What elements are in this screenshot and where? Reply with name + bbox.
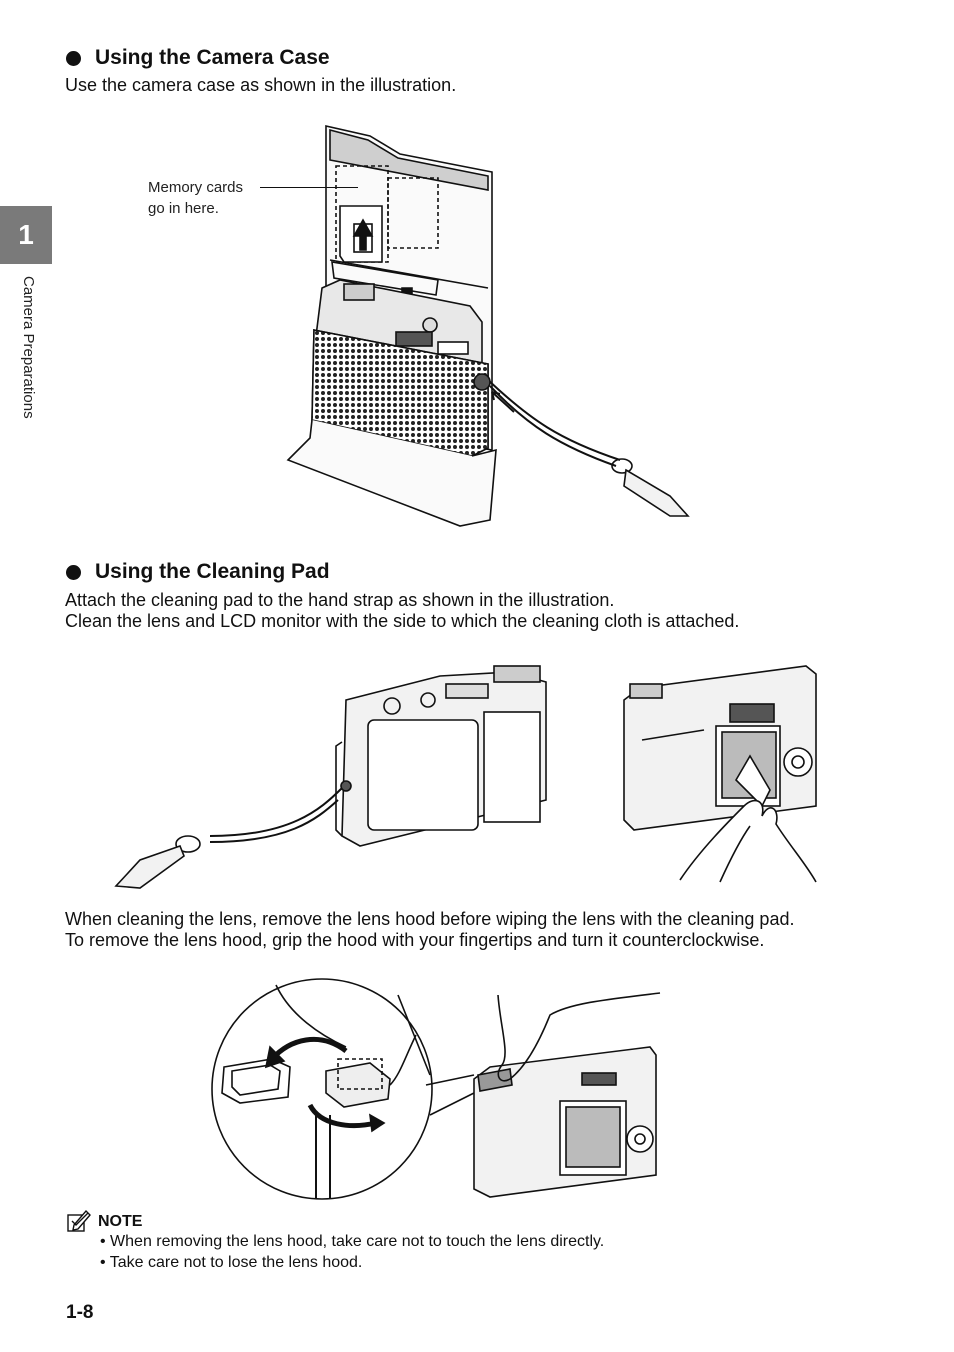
callout-memory-cards: Memory cards go in here. <box>148 177 243 219</box>
lens-line-2: To remove the lens hood, grip the hood w… <box>65 930 765 950</box>
side-label: Camera Preparations <box>20 276 37 419</box>
page-number: 1-8 <box>66 1302 94 1323</box>
lens-cleaning-text: When cleaning the lens, remove the lens … <box>65 909 794 951</box>
camera-strap-illustration <box>114 665 547 889</box>
cleaning-pad-line-2: Clean the lens and LCD monitor with the … <box>65 611 740 631</box>
callout-line-2: go in here. <box>148 200 219 217</box>
note-icon <box>67 1209 91 1232</box>
heading-cleaning-pad-text: Using the Cleaning Pad <box>95 560 330 583</box>
bullet-icon <box>66 564 81 580</box>
note-title: NOTE <box>98 1213 143 1230</box>
camera-case-illustration <box>286 124 690 527</box>
callout-leader-line <box>260 187 358 188</box>
lens-line-1: When cleaning the lens, remove the lens … <box>65 909 795 929</box>
bullet-icon <box>66 50 81 66</box>
callout-line-1: Memory cards <box>148 179 244 196</box>
lcd-cleaning-illustration <box>623 665 817 883</box>
heading-camera-case-text: Using the Camera Case <box>95 46 330 69</box>
up-arrow-icon <box>352 218 374 253</box>
note-item-1: • When removing the lens hood, take care… <box>100 1233 605 1250</box>
cleaning-pad-line-1: Attach the cleaning pad to the hand stra… <box>65 590 615 610</box>
heading-camera-case: Using the Camera Case <box>66 46 330 70</box>
cleaning-pad-text: Attach the cleaning pad to the hand stra… <box>65 590 739 632</box>
camera-case-text: Use the camera case as shown in the illu… <box>65 75 457 95</box>
heading-cleaning-pad: Using the Cleaning Pad <box>66 560 330 584</box>
lens-hood-illustration <box>211 978 661 1200</box>
chapter-tab: 1 <box>0 206 52 264</box>
note-item-2: • Take care not to lose the lens hood. <box>100 1254 363 1271</box>
